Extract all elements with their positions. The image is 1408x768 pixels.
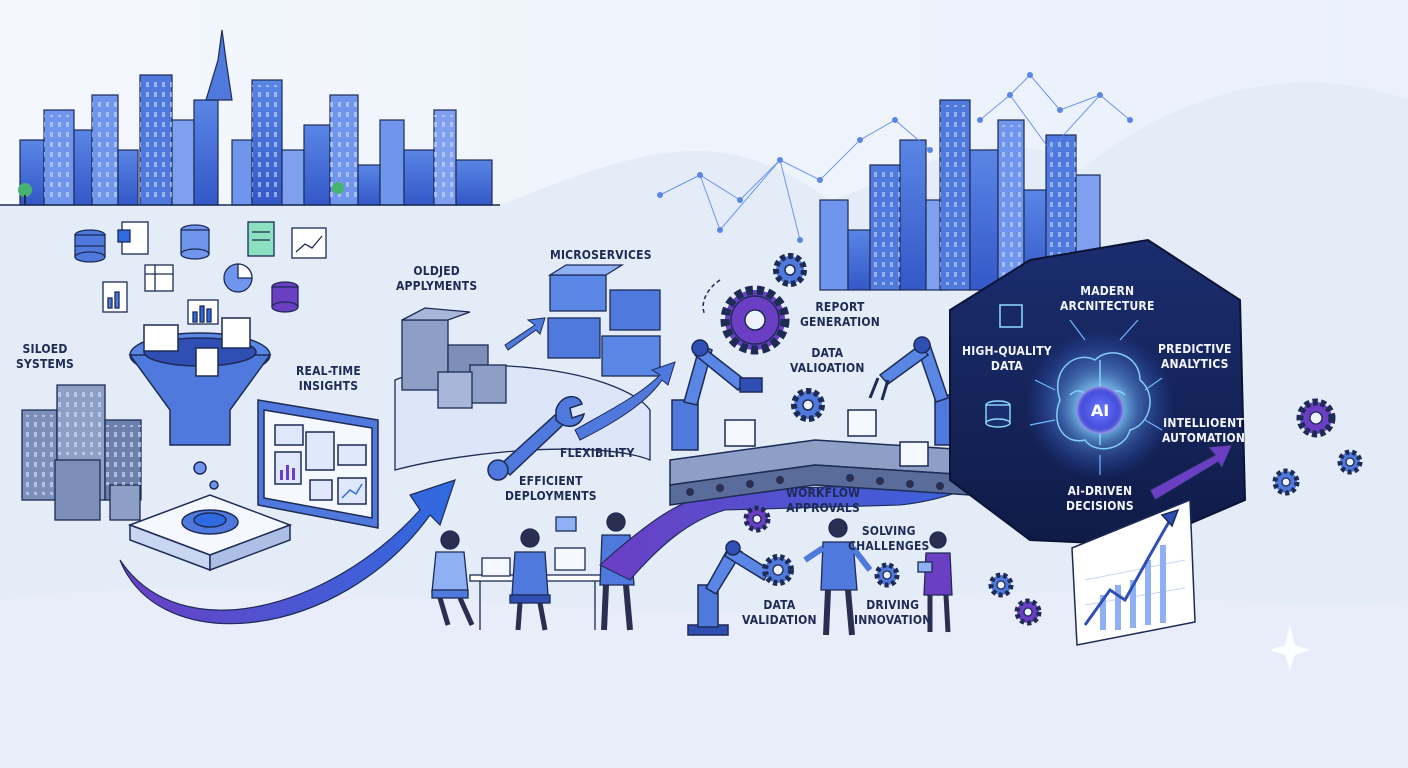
funnel-icon xyxy=(128,317,272,490)
microservices-cubes xyxy=(547,264,661,377)
database-icon xyxy=(985,400,1011,428)
spreadsheet-icon xyxy=(144,264,174,292)
ai-badge: AI xyxy=(1076,386,1124,434)
wrench-icon xyxy=(487,395,586,481)
server-icon xyxy=(127,494,293,572)
growth-chart-icon xyxy=(1071,498,1196,646)
spreadsheet-icon xyxy=(117,221,149,255)
data-source-icons xyxy=(74,221,327,325)
bar-chart-icon xyxy=(187,299,219,325)
legacy-platform xyxy=(394,307,651,471)
gear-icon xyxy=(720,253,825,422)
database-icon xyxy=(74,229,106,263)
robot-arm-icon xyxy=(671,339,763,451)
gear-icon xyxy=(743,505,900,588)
bar-chart-icon xyxy=(291,227,327,259)
database-icon xyxy=(180,224,210,260)
label-flexibility: FLEXIBILITY xyxy=(560,446,635,460)
label-microservices: MICROSERVICES xyxy=(550,248,652,262)
dashboard-screen xyxy=(257,399,379,529)
conveyor-icon xyxy=(669,409,971,506)
bar-chart-icon xyxy=(102,281,128,313)
flow-arrow xyxy=(119,479,456,625)
gear-icon xyxy=(988,398,1363,626)
database-icon xyxy=(271,281,299,313)
robot-arm-icon xyxy=(687,540,772,636)
presenters xyxy=(803,518,953,636)
pie-chart-icon xyxy=(223,263,253,293)
spreadsheet-icon xyxy=(247,221,275,257)
